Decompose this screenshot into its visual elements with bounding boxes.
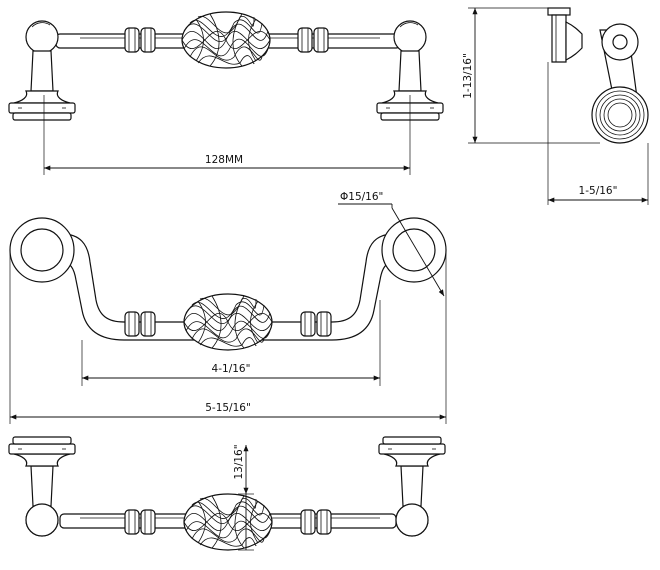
dim-center-to-center: 128MM (205, 154, 243, 166)
bottom-view: 13/16" (8, 436, 446, 551)
dim-overall-length: 5-15/16" (205, 402, 251, 414)
dim-inner-width: 4-1/16" (212, 363, 251, 375)
dim-ring-diameter: Φ15/16" (340, 191, 383, 203)
dim-overall-height: 1-13/16" (462, 53, 474, 99)
dim-cage-height: 13/16" (233, 444, 245, 479)
front-view-top: 128MM (8, 11, 444, 175)
front-view-drop: Φ15/16" 4-1/16" 5-15/16" (9, 191, 447, 424)
side-view: 1-13/16" 1-5/16" (462, 7, 649, 205)
dim-projection: 1-5/16" (579, 185, 618, 197)
